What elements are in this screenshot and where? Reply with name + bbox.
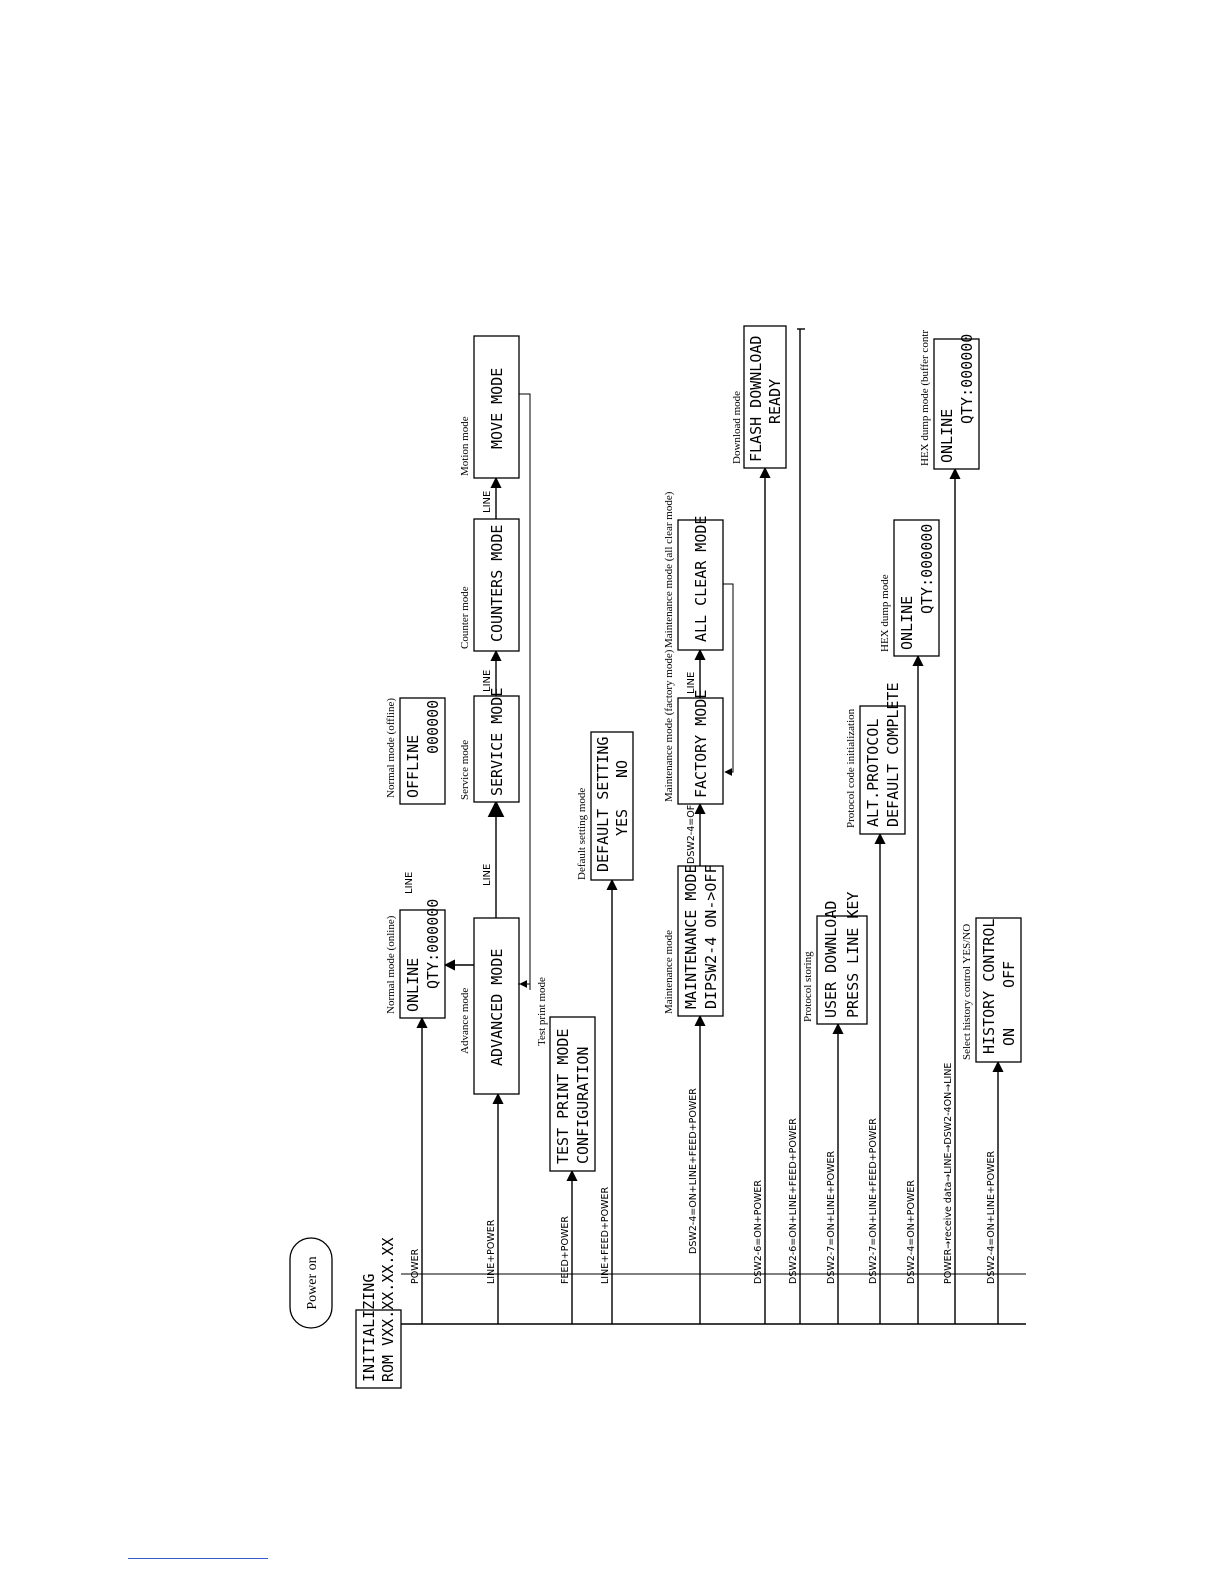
trigger-dsw27-line-feed-power: DSW2-7=ON+LINE+FEED+POWER	[868, 1118, 879, 1284]
display-offline	[399, 697, 446, 805]
edge-label-factory-allclear: LINE	[686, 672, 697, 694]
offline-line-1: OFFLINE	[404, 735, 422, 798]
display-history	[975, 917, 1022, 1063]
caption-maint: Maintenance mode	[663, 930, 675, 1014]
trigger-dsw24-power: DSW2-4=ON+POWER	[906, 1180, 917, 1284]
download-line-1: FLASH DOWNLOAD	[747, 336, 765, 462]
trigger-receive-data-sequence: POWER→receive data→LINE→DSW2-4ON→LINE	[943, 1063, 954, 1284]
caption-protoinit: Protocol code initialization	[845, 708, 857, 828]
offline-line-2: 000000	[424, 700, 442, 754]
display-protocol	[816, 915, 868, 1025]
edge-label-advanced-service: LINE	[482, 864, 493, 886]
protocol-line-1: USER DOWNLOAD	[822, 901, 840, 1018]
display-motion	[473, 335, 520, 479]
init-display	[355, 1309, 402, 1389]
footer-rule	[128, 1558, 268, 1559]
edge-label-online-offline: LINE	[404, 872, 415, 894]
hexbuf-line-2: QTY:000000	[958, 334, 976, 424]
trigger-dsw27-line-power: DSW2-7=ON+LINE+POWER	[826, 1150, 837, 1284]
trigger-line-feed-power: LINE+FEED+POWER	[600, 1186, 611, 1284]
init-line-1: INITIALIZING	[360, 1274, 378, 1382]
caption-motion: Motion mode	[459, 416, 471, 476]
hex-line-2: QTY:000000	[918, 524, 936, 614]
edge-label-maint-factory: DSW2-4=OFF	[686, 799, 697, 864]
testprint-line-1: TEST PRINT MODE	[554, 1029, 572, 1164]
edge-label-counter-motion: LINE	[482, 491, 493, 513]
history-option-on: ON	[1000, 1028, 1018, 1046]
trigger-dsw26-line-feed-power: DSW2-6=ON+LINE+FEED+POWER	[788, 1118, 799, 1284]
caption-download: Download mode	[731, 391, 743, 464]
trigger-dsw24-line-feed-power: DSW2-4=ON+LINE+FEED+POWER	[688, 1088, 699, 1254]
caption-allclear: Maintenance mode (all clear mode)	[663, 491, 675, 648]
allclear-line-1: ALL CLEAR MODE	[692, 516, 710, 642]
trigger-line-power: LINE+POWER	[486, 1219, 497, 1284]
caption-default: Default setting mode	[576, 788, 588, 880]
caption-history: Select history control YES/NO	[961, 924, 973, 1060]
default-option-no: NO	[613, 760, 631, 778]
caption-factory: Maintenance mode (factory mode)	[663, 649, 675, 802]
caption-offline: Normal mode (offline)	[385, 698, 397, 798]
maint-line-1: MAINTENANCE MODE	[682, 865, 700, 1010]
history-line-1: HISTORY CONTROL	[980, 919, 998, 1054]
protoinit-line-1: ALT.PROTOCOL	[864, 719, 882, 827]
caption-advanced: Advance mode	[459, 988, 471, 1054]
display-hexbuf	[933, 338, 980, 470]
display-hex	[893, 519, 940, 657]
edge-label-service-counter: LINE	[482, 670, 493, 692]
protocol-line-2: PRESS LINE KEY	[844, 892, 862, 1018]
caption-protocol: Protocol storing	[802, 951, 814, 1022]
caption-hex: HEX dump mode	[879, 574, 891, 652]
trigger-power: POWER	[410, 1248, 421, 1284]
testprint-line-2: CONFIGURATION	[574, 1047, 592, 1164]
trigger-dsw24-line-power: DSW2-4=ON+LINE+POWER	[986, 1150, 997, 1284]
caption-testprint: Test print mode	[536, 977, 548, 1046]
display-protoinit	[859, 705, 906, 835]
display-testprint	[549, 1016, 596, 1172]
factory-line-1: FACTORY MODE	[692, 690, 710, 798]
default-line-1: DEFAULT SETTING	[594, 737, 612, 872]
download-line-2: READY	[766, 379, 784, 424]
advanced-line-1: ADVANCED MODE	[488, 949, 506, 1066]
trigger-dsw26-power: DSW2-6=ON+POWER	[753, 1180, 764, 1284]
power-on-terminator	[289, 1237, 333, 1329]
service-line-1: SERVICE MODE	[488, 688, 506, 796]
display-download	[743, 325, 787, 469]
caption-hexbuf: HEX dump mode (buffer contr	[919, 330, 931, 466]
caption-online: Normal mode (online)	[385, 915, 397, 1014]
trigger-feed-power: FEED+POWER	[560, 1216, 571, 1284]
hexbuf-line-1: ONLINE	[938, 409, 956, 463]
motion-line-1: MOVE MODE	[488, 368, 506, 449]
history-option-off: OFF	[1000, 961, 1018, 988]
hex-line-1: ONLINE	[898, 596, 916, 650]
default-option-yes: YES	[613, 809, 631, 836]
caption-service: Service mode	[459, 740, 471, 800]
init-line-2: ROM VXX.XX.XX.XX	[379, 1238, 397, 1383]
power-on-label: Power on	[305, 1256, 320, 1309]
display-default	[590, 731, 634, 881]
maint-line-2: DIPSW2-4 ON->OFF	[702, 865, 720, 1010]
protoinit-line-2: DEFAULT COMPLETE	[884, 683, 902, 828]
online-line-2: QTY:000000	[424, 899, 442, 989]
online-line-1: ONLINE	[404, 958, 422, 1012]
display-allclear	[677, 519, 724, 651]
counter-line-1: COUNTERS MODE	[488, 525, 506, 642]
caption-counter: Counter mode	[459, 586, 471, 649]
